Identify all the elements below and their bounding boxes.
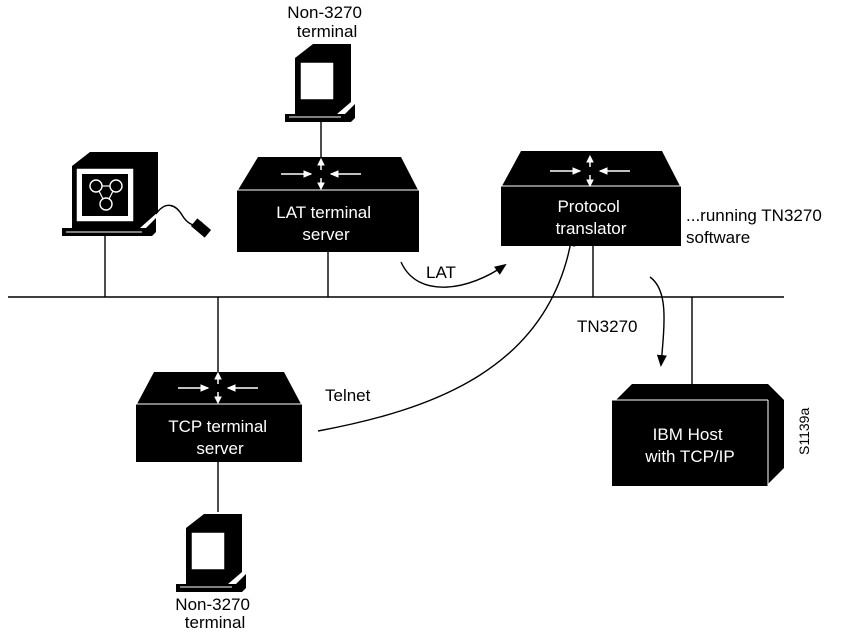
router-arrows-icon: [550, 154, 630, 188]
workstation: [62, 152, 212, 238]
top-terminal-label-line1: Non-3270: [287, 3, 362, 22]
terminal-icon: [176, 514, 246, 592]
router-arrows-icon: [178, 371, 258, 405]
bottom-terminal-label: Non-3270 terminal: [175, 595, 254, 632]
top-terminal-label-line2: terminal: [297, 22, 357, 41]
telnet-flow-label: Telnet: [325, 386, 371, 405]
tcp-server-label-line2: server: [196, 439, 244, 458]
ibm-host-label-line2: with TCP/IP: [644, 447, 734, 466]
tcp-terminal-server: TCP terminal server: [136, 371, 302, 462]
protocol-translator: Protocol translator: [501, 151, 681, 246]
running-note: ...running TN3270 software: [686, 206, 827, 247]
translator-label: Protocol translator: [556, 197, 627, 238]
tn3270-flow-arrow: [649, 276, 667, 367]
ibm-host-label-line1: IBM Host: [653, 425, 723, 444]
top-terminal-label: Non-3270 terminal: [287, 3, 366, 41]
translator-label-line1: Protocol: [557, 197, 619, 216]
lat-server-label: LAT terminal server: [276, 203, 376, 244]
mouse-icon: [190, 218, 212, 238]
ibm-host-label: IBM Host with TCP/IP: [644, 425, 734, 466]
telnet-flow-arrow: [317, 234, 576, 432]
bottom-terminal: Non-3270 terminal: [175, 514, 254, 632]
figure-id: S1139a: [796, 408, 812, 455]
router-arrows-icon: [281, 157, 361, 191]
translator-label-line2: translator: [556, 219, 627, 238]
lat-flow-label: LAT: [426, 263, 456, 282]
terminal-icon: [285, 44, 355, 122]
workstation-icon: [62, 152, 158, 236]
bottom-terminal-label-line2: terminal: [185, 613, 245, 632]
bottom-terminal-label-line1: Non-3270: [175, 595, 250, 614]
tn3270-flow-label: TN3270: [577, 317, 637, 336]
lat-flow-arrow: [400, 261, 507, 288]
ibm-host: IBM Host with TCP/IP: [612, 384, 784, 486]
lat-server-label-line2: server: [302, 225, 350, 244]
top-terminal: Non-3270 terminal: [285, 3, 366, 122]
running-note-line1: ...running TN3270: [686, 206, 822, 225]
tcp-server-label: TCP terminal server: [168, 417, 272, 458]
running-note-line2: software: [686, 228, 750, 247]
tcp-server-label-line1: TCP terminal: [168, 417, 267, 436]
lat-server-label-line1: LAT terminal: [276, 203, 371, 222]
lat-terminal-server: LAT terminal server: [237, 157, 419, 252]
